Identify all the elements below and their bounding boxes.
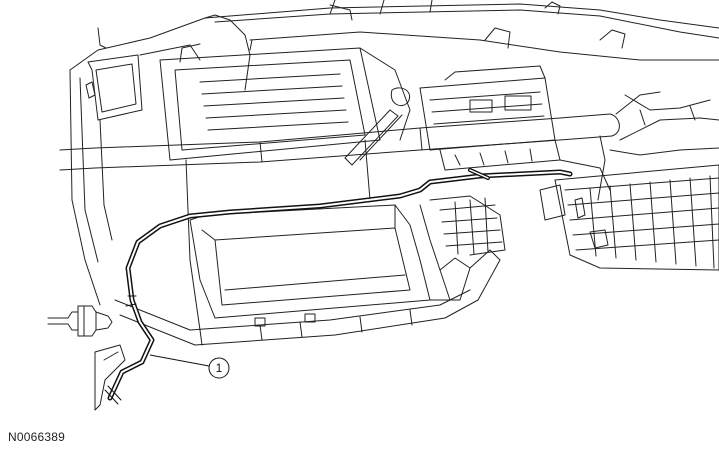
left-end-panel — [69, 14, 251, 306]
top-duct — [204, 0, 719, 61]
wiring-harness — [104, 168, 573, 405]
honeycomb-grille — [429, 164, 719, 271]
lower-left-bracket — [94, 344, 126, 411]
center-stack-module — [419, 65, 611, 191]
left-connector — [47, 305, 113, 337]
hvac-housing — [159, 39, 411, 331]
glove-box-opening — [189, 204, 471, 319]
lower-rail — [114, 249, 501, 346]
right-structure — [609, 94, 719, 156]
cross-car-beam — [59, 91, 661, 201]
callout-number: 1 — [216, 361, 223, 375]
figure-id: N0066389 — [8, 430, 65, 444]
callout-1: 1 — [149, 354, 230, 379]
